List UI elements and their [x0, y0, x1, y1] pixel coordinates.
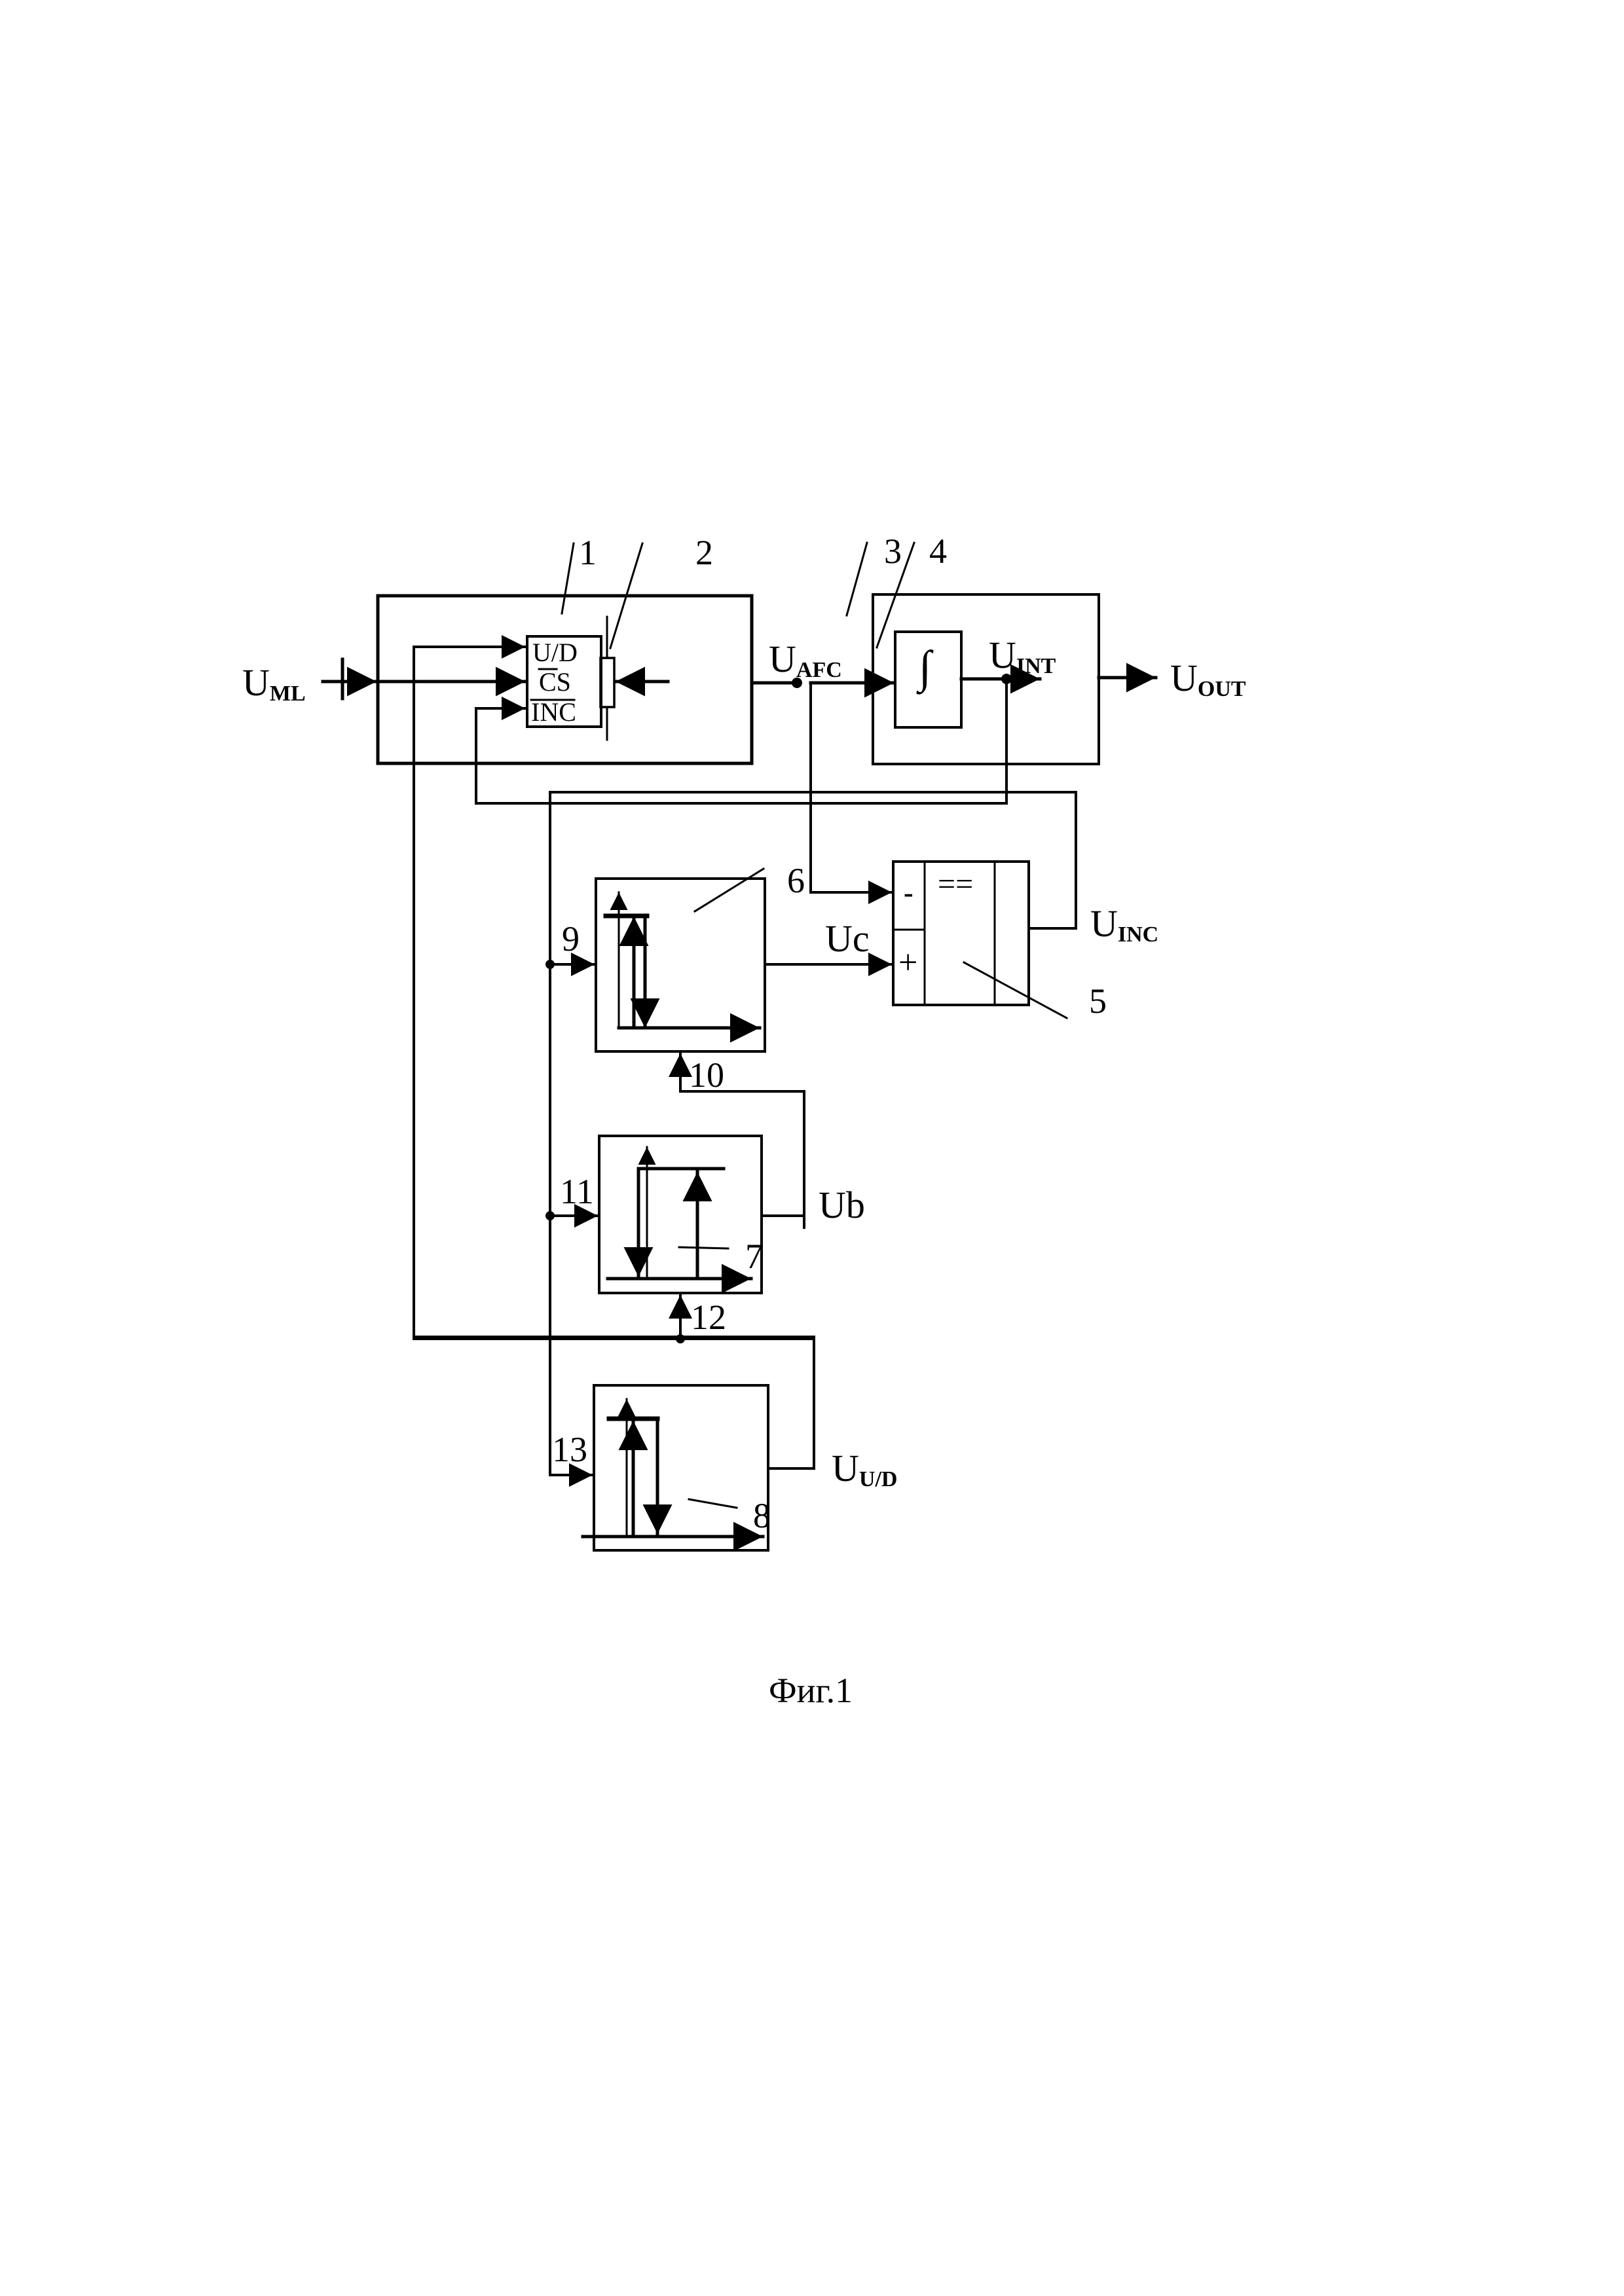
pin-cs: CS	[539, 667, 571, 697]
input-u-ml: UML	[242, 661, 378, 706]
pin-inc: INC	[531, 697, 576, 727]
leader-line-6	[693, 867, 766, 913]
hysteresis-icon	[581, 1398, 765, 1552]
label-block-8: 8	[753, 1496, 771, 1535]
leader-line-8	[688, 1498, 738, 1509]
signal-u-out: UOUT	[1170, 657, 1246, 701]
leader-line-2	[609, 542, 644, 649]
input-label-12: 12	[691, 1298, 726, 1337]
integral-icon: ∫	[916, 642, 934, 695]
comparator-symbol: ==	[938, 867, 973, 902]
block-7: 7	[598, 1135, 763, 1294]
label-block-7: 7	[745, 1237, 763, 1276]
resistor-icon	[599, 657, 616, 708]
input-label-10: 10	[689, 1055, 724, 1095]
leader-line-4	[876, 541, 915, 649]
signal-u-c: Uc	[825, 917, 870, 960]
leader-line-1	[561, 542, 575, 615]
label-block-6: 6	[787, 861, 805, 900]
plus-input-label: +	[898, 944, 917, 981]
figure-caption: Фиг.1	[769, 1671, 853, 1710]
signal-u-b: Ub	[819, 1184, 865, 1226]
signal-u-inc: UINC	[1090, 902, 1158, 947]
block-6: 6	[595, 861, 805, 1053]
input-label-9: 9	[562, 919, 580, 958]
leader-line-5	[962, 960, 1069, 1020]
input-label-11: 11	[560, 1172, 594, 1211]
node-u-afc	[792, 678, 802, 688]
minus-input-label: -	[904, 877, 913, 909]
pin-ud: U/D	[532, 638, 578, 667]
label-block-3: 3	[884, 532, 902, 571]
label-block-5: 5	[1089, 981, 1107, 1021]
block-1: 1	[376, 533, 754, 765]
hysteresis-icon	[606, 1146, 753, 1294]
leader-line-7	[678, 1246, 729, 1250]
svg-text:UML: UML	[242, 661, 306, 706]
label-block-2: 2	[695, 533, 713, 572]
label-block-4: 4	[929, 532, 947, 571]
leader-line-3	[845, 541, 868, 617]
input-label-13: 13	[552, 1430, 587, 1469]
signal-u-afc: UAFC	[769, 638, 842, 682]
block-3: 3	[845, 532, 1100, 765]
label-block-1: 1	[579, 533, 597, 572]
hysteresis-icon	[603, 891, 762, 1043]
block-8: 8	[581, 1384, 771, 1552]
signal-u-int: UINT	[989, 634, 1056, 678]
block-2: 2 U/D CS INC	[526, 533, 713, 741]
block-5-comparator: - + == 5	[892, 860, 1107, 1021]
signal-u-ud: UU/D	[832, 1447, 897, 1491]
